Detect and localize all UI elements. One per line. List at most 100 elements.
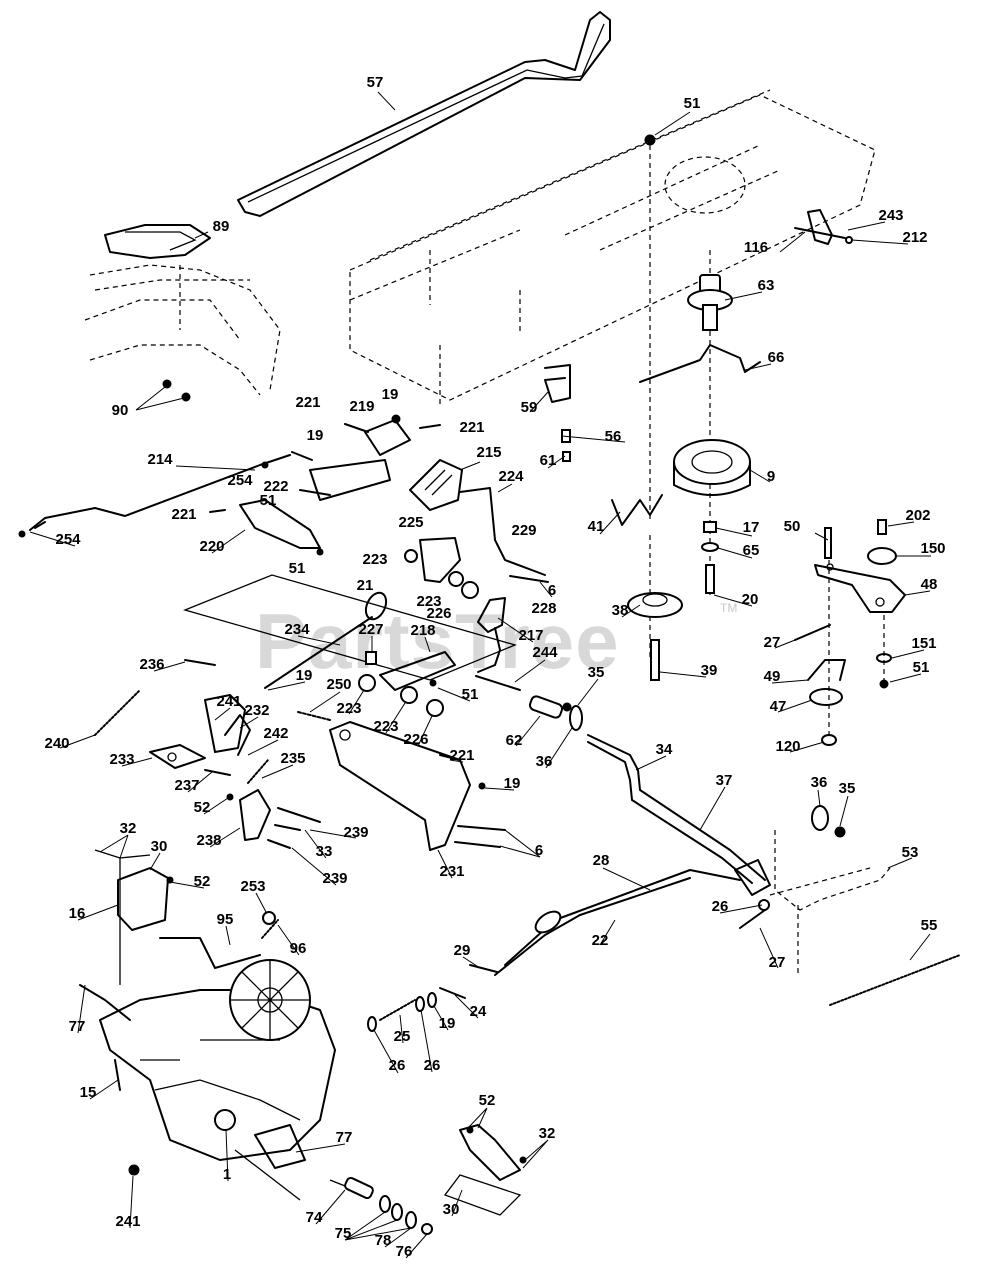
part-label-l221c: 221 (171, 506, 196, 523)
part-label-l250: 250 (326, 676, 351, 693)
washer-75b (391, 1203, 403, 1221)
bolt-228 (509, 575, 549, 583)
part-label-l223b: 223 (416, 593, 441, 610)
part-label-l221d: 221 (449, 747, 474, 764)
part-label-l214: 214 (147, 451, 173, 468)
bracket-26-27 (734, 859, 771, 896)
bolt-237 (204, 769, 231, 776)
washer-36a (569, 705, 583, 731)
washer-78 (405, 1211, 417, 1229)
part-label-l19b: 19 (307, 427, 324, 444)
part-label-l55: 55 (921, 917, 938, 934)
shaft-34-37 (587, 734, 766, 881)
bolt-244 (475, 675, 521, 691)
part-label-l47: 47 (770, 698, 787, 715)
lever-234 (264, 616, 373, 689)
idler-bracket-48 (814, 563, 906, 613)
clip-59 (544, 364, 571, 403)
collar-35a (562, 702, 572, 712)
rod-33 (277, 807, 321, 823)
pulley-47 (809, 688, 843, 706)
part-label-l96: 96 (290, 940, 307, 957)
part-label-l39: 39 (701, 662, 718, 679)
rod-28 (504, 869, 741, 966)
part-label-l19d: 19 (504, 775, 521, 792)
knob-226a (461, 581, 479, 599)
part-label-l242: 242 (263, 725, 288, 742)
nut-120 (821, 734, 837, 746)
spindle-63 (687, 274, 733, 331)
part-label-l243: 243 (878, 207, 903, 224)
bolt-221d (439, 754, 461, 761)
bolt-50 (824, 527, 832, 559)
part-label-l234: 234 (284, 621, 310, 638)
part-label-l226b: 226 (403, 731, 428, 748)
part-label-l19e: 19 (439, 1015, 456, 1032)
part-label-l50: 50 (784, 518, 801, 535)
part-label-l116: 116 (744, 239, 768, 256)
part-label-l235: 235 (280, 750, 305, 767)
bolt-27-lower (739, 909, 766, 929)
part-label-l52b: 52 (194, 873, 211, 890)
part-label-l9: 9 (767, 468, 775, 485)
spring-250 (297, 711, 331, 721)
part-label-l24: 24 (470, 1003, 487, 1020)
part-label-l53: 53 (902, 844, 919, 861)
fender-cover (104, 224, 211, 259)
part-label-l237: 237 (174, 777, 199, 794)
sleeve-62 (528, 695, 564, 719)
part-label-l223c: 223 (336, 700, 361, 717)
clutch-9 (673, 439, 751, 496)
washer-253 (262, 911, 276, 925)
nut-51-top (644, 134, 656, 146)
part-label-l29: 29 (454, 942, 471, 959)
part-label-l26a: 26 (712, 898, 729, 915)
part-label-l239a: 239 (343, 824, 368, 841)
washer-223b (448, 571, 464, 587)
rod-77-left (79, 984, 131, 1021)
bracket-241 (204, 694, 246, 753)
nut-241 (128, 1164, 140, 1176)
part-label-l202: 202 (905, 507, 930, 524)
part-label-l16: 16 (69, 905, 86, 922)
part-label-l63: 63 (758, 277, 775, 294)
washer-19e (427, 992, 437, 1008)
part-label-l215: 215 (476, 444, 501, 461)
part-label-l41: 41 (588, 518, 605, 535)
part-label-l218: 218 (410, 622, 435, 639)
rod-66 (639, 344, 761, 383)
bracket-30-bottom (459, 1124, 521, 1181)
part-label-l35b: 35 (839, 780, 856, 797)
rear-body-outline (84, 264, 281, 396)
part-label-l33: 33 (316, 843, 333, 860)
part-label-l228: 228 (531, 600, 556, 617)
pedal-arm-220 (239, 499, 321, 549)
sleeve-22 (534, 910, 562, 934)
part-label-l19c: 19 (296, 667, 313, 684)
nut-51-right (879, 679, 889, 689)
part-label-l32a: 32 (120, 820, 137, 837)
part-label-l1: 1 (223, 1166, 231, 1183)
bolt-39 (650, 639, 660, 681)
bracket-233 (149, 744, 206, 769)
pedal-arm-224 (459, 487, 546, 576)
part-label-l244: 244 (532, 644, 558, 661)
drive-belt (237, 11, 611, 217)
part-label-l32b: 32 (539, 1125, 556, 1142)
part-label-l62: 62 (506, 732, 523, 749)
part-label-l25: 25 (394, 1028, 411, 1045)
part-label-l254a: 254 (227, 472, 253, 489)
bracket-238 (239, 789, 271, 841)
part-label-l26b: 26 (389, 1057, 406, 1074)
part-label-l223d: 223 (373, 718, 398, 735)
bolt-20 (705, 564, 715, 594)
part-label-l151: 151 (911, 635, 936, 652)
pin-254 (261, 461, 269, 469)
bracket-219 (364, 419, 411, 456)
bracket-232 (224, 714, 251, 756)
part-label-l77a: 77 (69, 1018, 86, 1035)
part-label-l241b: 241 (115, 1213, 140, 1230)
part-label-l89: 89 (213, 218, 230, 235)
part-label-l61: 61 (540, 452, 557, 469)
